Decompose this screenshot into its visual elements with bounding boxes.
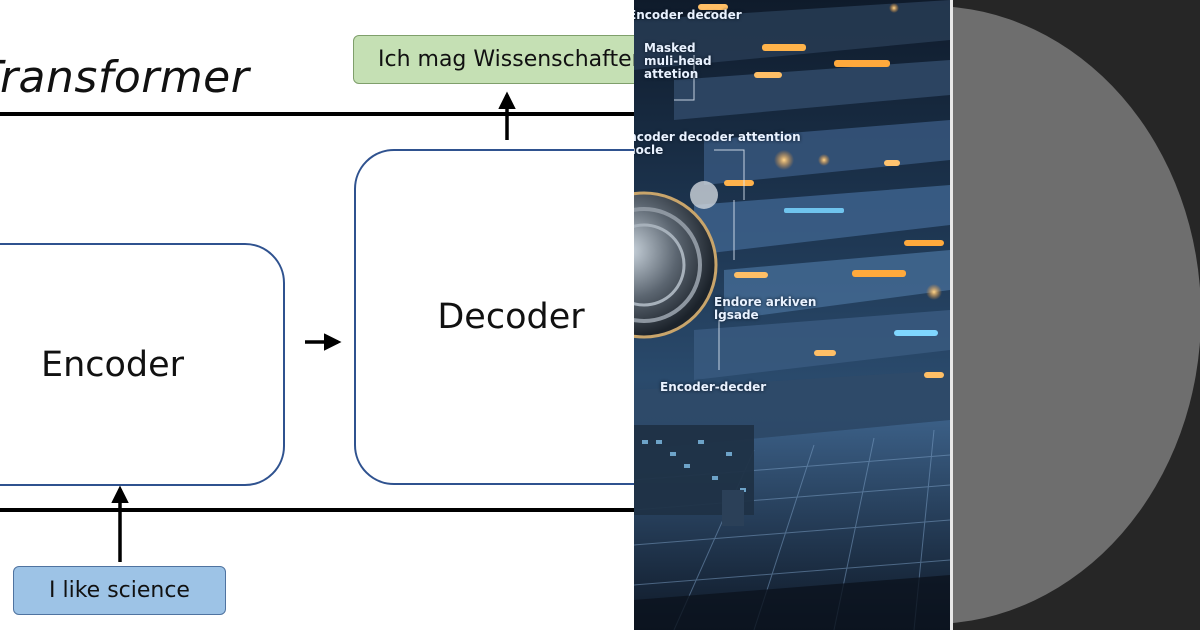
- decorative-circle: [953, 6, 1200, 624]
- illustration-label-text: Endore arkiven lgsade: [714, 295, 817, 322]
- illustration-label: Encoder-decder: [660, 380, 767, 394]
- output-token-box: Ich mag Wissenschaften: [353, 35, 634, 84]
- decoder-label: Decoder: [437, 297, 585, 337]
- illustration-label-text: Masked muli-head attetion: [644, 41, 712, 81]
- circuit-artwork: [634, 0, 950, 630]
- diagram-title: Transformer: [0, 52, 250, 103]
- top-divider-line: [0, 112, 634, 116]
- input-token-box: I like science: [13, 566, 226, 615]
- bottom-divider-line: [0, 508, 634, 512]
- encoder-block: Encoder: [0, 243, 285, 486]
- diagram-arrows: [111, 91, 516, 562]
- illustration-label: Encoder decoder: [634, 8, 742, 22]
- input-token-text: I like science: [49, 578, 190, 603]
- illustration-label-text: Encoder decoder attention snocle: [634, 130, 801, 157]
- illustration-label: Encoder decoder attention snocle: [634, 131, 801, 157]
- circuit-illustration: Encoder decoder Masked muli-head attetio…: [634, 0, 950, 630]
- encoder-label: Encoder: [40, 344, 185, 385]
- decorative-gray-panel: [950, 0, 1200, 630]
- illustration-label: Endore arkiven lgsade: [714, 296, 816, 322]
- illustration-label: Masked muli-head attetion: [644, 42, 712, 81]
- decoder-block: Decoder: [354, 149, 634, 485]
- transformer-diagram: Transformer Ich mag Wissenschaften Encod…: [0, 35, 634, 615]
- output-token-text: Ich mag Wissenschaften: [378, 47, 634, 72]
